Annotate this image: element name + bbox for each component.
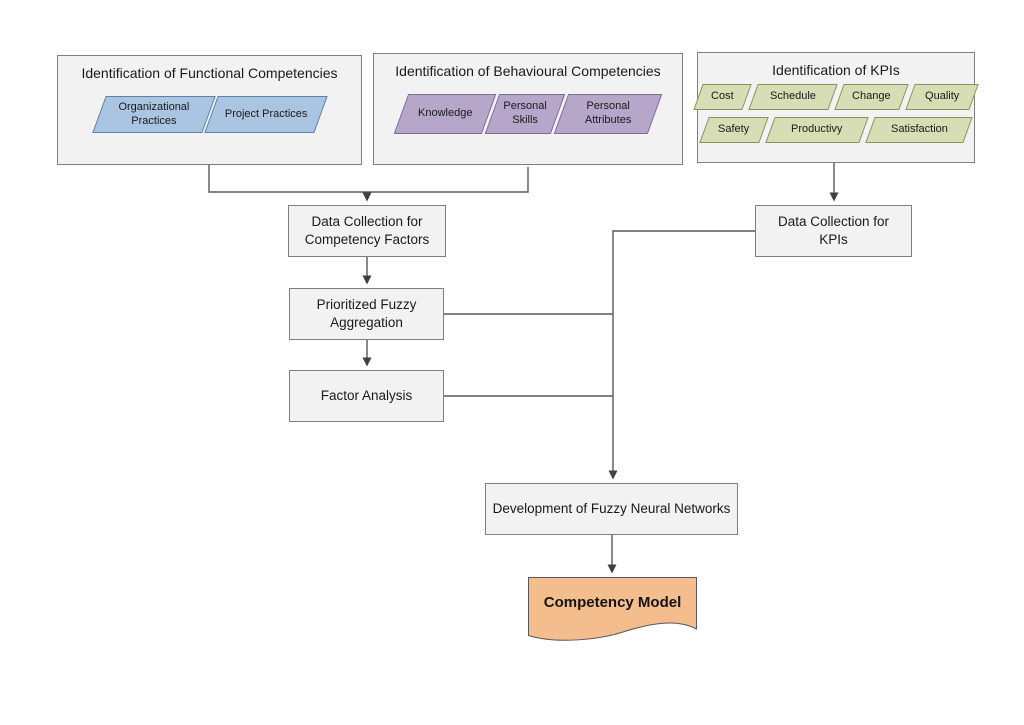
parallelogram-label: Knowledge [417, 107, 473, 120]
document-shape-icon [528, 577, 697, 641]
parallelogram-personal-attributes: Personal Attributes [553, 94, 663, 134]
parallelogram-label: Project Practices [224, 107, 307, 120]
parallelogram-label: Organizational Practices [118, 100, 189, 127]
parallelogram-knowledge: Knowledge [393, 94, 497, 134]
node-data-collection-competency-factors: Data Collection for Competency Factors [288, 205, 446, 257]
parallelogram-quality: Quality [905, 84, 979, 110]
group-title-kpis: Identification of KPIs [772, 62, 900, 78]
parallelogram-project-practices: Project Practices [203, 96, 328, 133]
kpi-row-1: Cost Schedule Change Quality [693, 84, 979, 110]
parallelogram-change: Change [834, 84, 910, 110]
group-title-behavioural: Identification of Behavioural Competenci… [395, 63, 661, 79]
node-prioritized-fuzzy-aggregation: Prioritized Fuzzy Aggregation [289, 288, 444, 340]
parallelogram-label: Satisfaction [890, 123, 948, 136]
parallelogram-productivy: Productivy [765, 117, 869, 143]
node-factor-analysis: Factor Analysis [289, 370, 444, 422]
parallelogram-safety: Safety [699, 117, 769, 143]
parallelogram-schedule: Schedule [747, 84, 838, 110]
behavioural-items-row: Knowledge Personal Skills Personal Attri… [374, 94, 682, 134]
group-functional-competencies: Identification of Functional Competencie… [57, 55, 362, 165]
group-behavioural-competencies: Identification of Behavioural Competenci… [373, 53, 683, 165]
parallelogram-label: Personal Attributes [584, 100, 632, 126]
parallelogram-personal-skills: Personal Skills [484, 94, 566, 134]
parallelogram-label: Schedule [769, 90, 816, 103]
kpi-row-2: Safety Productivy Satisfaction [698, 117, 974, 143]
group-title-functional: Identification of Functional Competencie… [81, 65, 338, 81]
parallelogram-label: Productivy [791, 123, 843, 136]
parallelogram-cost: Cost [693, 84, 752, 110]
parallelogram-label: Personal Skills [503, 100, 547, 126]
node-data-collection-kpis: Data Collection for KPIs [755, 205, 912, 257]
parallelogram-label: Safety [718, 123, 750, 136]
parallelogram-label: Change [852, 90, 891, 103]
node-development-fuzzy-neural-networks: Development of Fuzzy Neural Networks [485, 483, 738, 535]
connector-trunk-to-development [608, 230, 755, 480]
competency-model-document: Competency Model [528, 577, 697, 643]
parallelogram-satisfaction: Satisfaction [865, 117, 973, 143]
group-kpis: Identification of KPIs Cost Schedule Cha… [693, 52, 979, 163]
parallelogram-label: Cost [711, 90, 734, 103]
connector-merge-functional-behavioural [208, 165, 529, 193]
competency-model-label: Competency Model [543, 594, 682, 611]
parallelogram-label: Quality [925, 90, 960, 103]
parallelogram-organizational-practices: Organizational Practices [91, 96, 216, 133]
functional-items-row: Organizational Practices Project Practic… [58, 96, 361, 133]
